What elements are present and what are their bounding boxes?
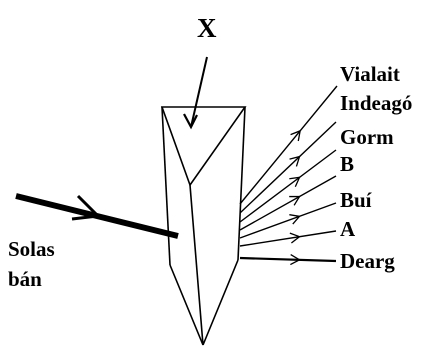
ray-green bbox=[239, 175, 337, 231]
incident-light-ray bbox=[15, 193, 179, 239]
ray-indigo bbox=[239, 121, 337, 214]
ray-red bbox=[239, 256, 337, 263]
ray-yellow bbox=[239, 202, 337, 239]
ray-red-arrowhead bbox=[290, 254, 301, 266]
label-green: B bbox=[340, 152, 354, 176]
ray-green-arrowhead bbox=[289, 195, 301, 206]
prism-lower-left-edge bbox=[169, 264, 204, 346]
label-blue: Gorm bbox=[340, 125, 394, 149]
label-orange: A bbox=[340, 217, 356, 241]
spectrum-rays bbox=[239, 85, 338, 266]
incident-label-line1: Solas bbox=[8, 237, 55, 261]
prism-center-edge bbox=[189, 184, 204, 346]
prism bbox=[160, 106, 247, 346]
ray-blue bbox=[239, 149, 337, 223]
prism-label: X bbox=[197, 13, 217, 43]
prism-left-edge bbox=[161, 106, 171, 266]
prism-pointer-arrow bbox=[183, 56, 208, 130]
prism-top-triangle bbox=[160, 106, 247, 187]
prism-right-edge bbox=[237, 106, 246, 261]
ray-orange-arrowhead bbox=[289, 232, 301, 244]
ray-violet-arrowhead bbox=[290, 129, 301, 142]
ray-indigo-arrowhead bbox=[289, 155, 301, 167]
prism-lower-right-edge bbox=[202, 259, 239, 346]
label-red: Dearg bbox=[340, 249, 395, 273]
label-indigo: Indeagó bbox=[340, 91, 412, 115]
ray-violet bbox=[239, 85, 338, 205]
label-violet: Vialait bbox=[340, 62, 400, 86]
ray-yellow-arrowhead bbox=[289, 214, 301, 225]
label-yellow: Buí bbox=[340, 188, 373, 212]
ray-blue-arrowhead bbox=[289, 176, 301, 188]
incident-label-line2: bán bbox=[8, 267, 42, 291]
ray-orange bbox=[239, 230, 337, 247]
